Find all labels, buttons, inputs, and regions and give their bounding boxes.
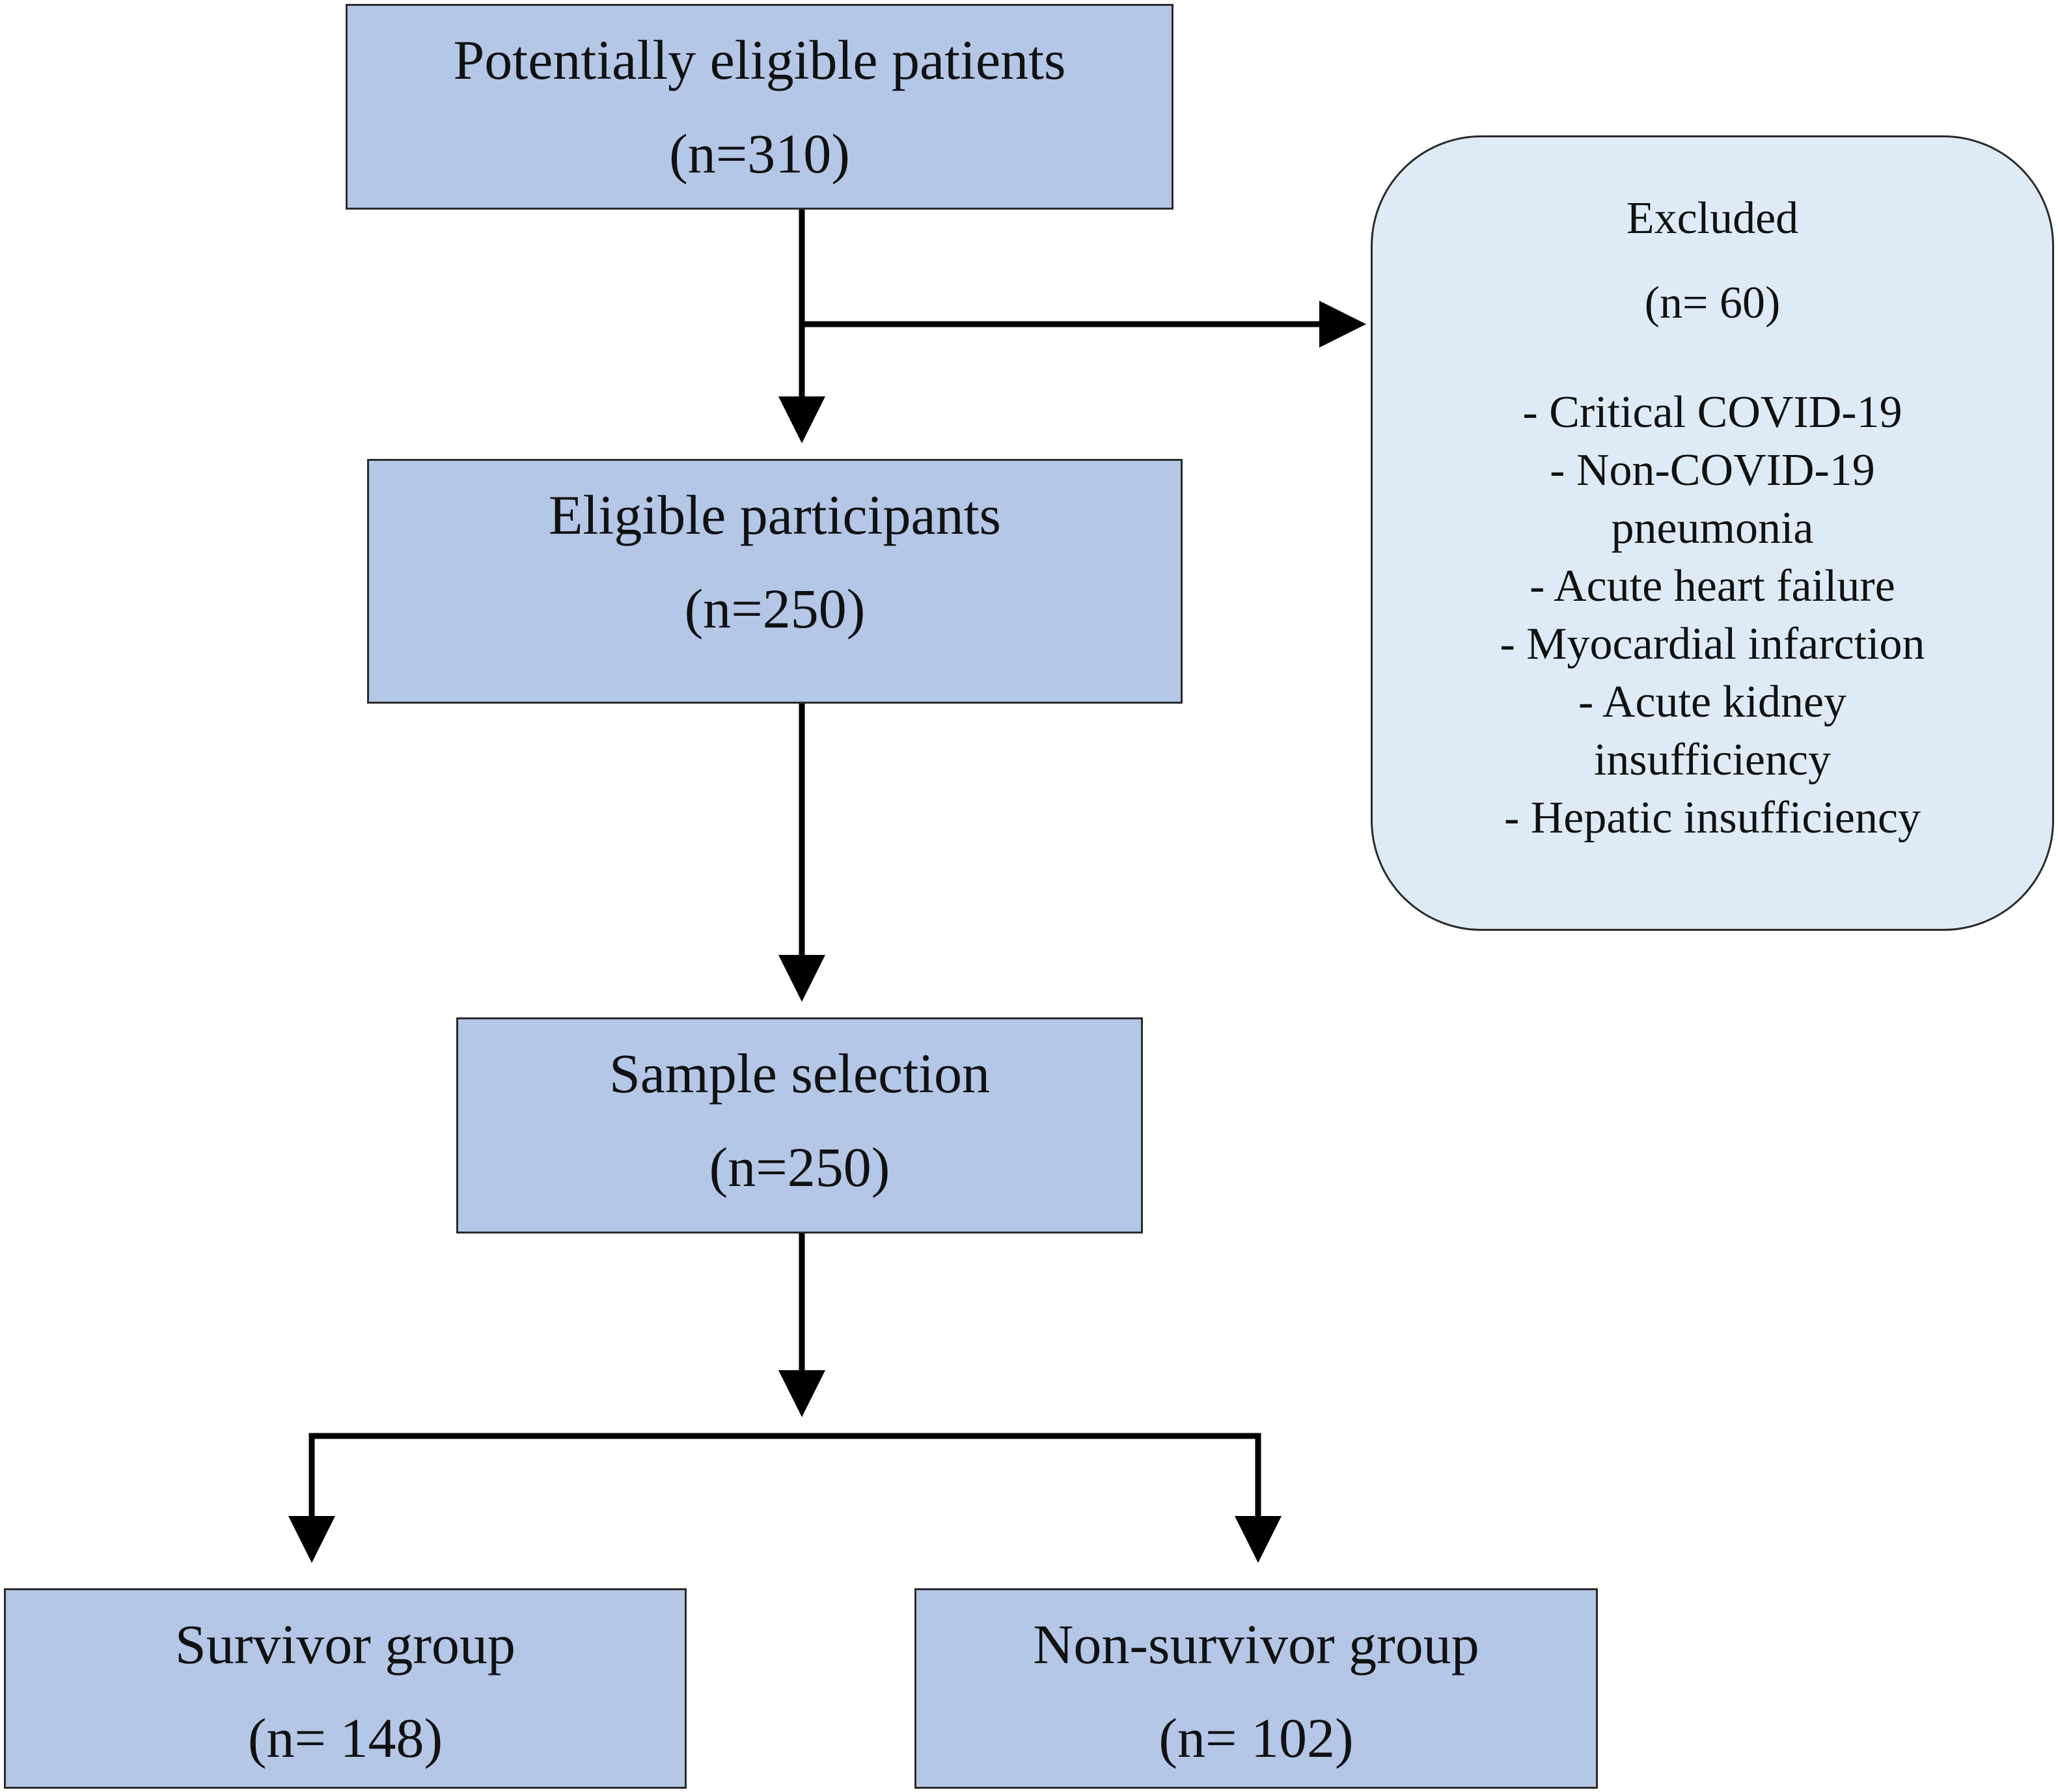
excluded-box: Excluded (n= 60) - Critical COVID-19 - N…	[1371, 135, 2054, 931]
excluded-count: (n= 60)	[1644, 278, 1781, 328]
potentially-eligible-count: (n=310)	[669, 122, 850, 185]
non-survivor-group-title: Non-survivor group	[1033, 1613, 1479, 1675]
survivor-group-box: Survivor group (n= 148)	[4, 1588, 687, 1789]
exclusion-item: - Critical COVID-19	[1522, 387, 1902, 437]
excluded-title: Excluded	[1626, 193, 1799, 243]
exclusion-criteria-list: - Critical COVID-19 - Non-COVID-19 pneum…	[1373, 383, 2052, 847]
potentially-eligible-box: Potentially eligible patients (n=310)	[346, 4, 1173, 210]
potentially-eligible-title: Potentially eligible patients	[453, 29, 1066, 91]
non-survivor-group-count: (n= 102)	[1159, 1707, 1354, 1769]
exclusion-item: - Acute kidney insufficiency	[1578, 677, 1847, 785]
eligible-participants-count: (n=250)	[684, 577, 866, 640]
eligible-participants-box: Eligible participants (n=250)	[367, 459, 1183, 704]
sample-selection-count: (n=250)	[709, 1136, 890, 1198]
exclusion-item: - Acute heart failure	[1530, 561, 1895, 611]
exclusion-item: - Hepatic insufficiency	[1503, 793, 1921, 843]
exclusion-item: - Non-COVID-19 pneumonia	[1550, 445, 1875, 553]
exclusion-item: - Myocardial infarction	[1500, 619, 1925, 669]
sample-selection-title: Sample selection	[609, 1042, 991, 1105]
survivor-group-title: Survivor group	[174, 1613, 516, 1675]
survivor-group-count: (n= 148)	[247, 1707, 443, 1769]
non-survivor-group-box: Non-survivor group (n= 102)	[914, 1588, 1598, 1789]
eligible-participants-title: Eligible participants	[549, 484, 1001, 546]
sample-selection-box: Sample selection (n=250)	[456, 1017, 1143, 1234]
